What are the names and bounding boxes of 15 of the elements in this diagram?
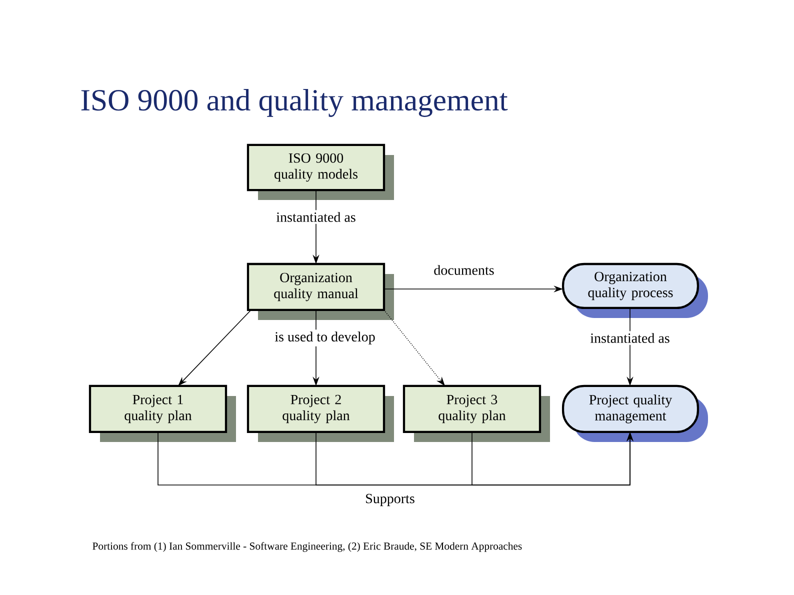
document-box: Project 2 quality plan xyxy=(246,384,394,442)
edge-label: Supports xyxy=(363,492,417,508)
document-box: Organization quality manual xyxy=(246,262,394,320)
edge-label: documents xyxy=(432,263,496,277)
process-pill: Organization quality process xyxy=(562,262,708,318)
document-box: ISO 9000 quality models xyxy=(246,144,394,200)
slide-title: ISO 9000 and quality management xyxy=(81,89,508,117)
process-pill: Project quality management xyxy=(562,384,708,442)
edge-label: is used to develop xyxy=(272,330,378,346)
caption: Portions from (1) Ian Sommerville - Software Engineering, (2) Eric Braude, SE Modern Approaches xyxy=(92,542,522,552)
document-box: Project 1 quality plan xyxy=(88,384,236,442)
edge-label: instantiated as xyxy=(588,331,672,345)
edge-label: instantiated as xyxy=(274,210,358,224)
document-box: Project 3 quality plan xyxy=(402,384,550,442)
arrow xyxy=(178,310,252,386)
